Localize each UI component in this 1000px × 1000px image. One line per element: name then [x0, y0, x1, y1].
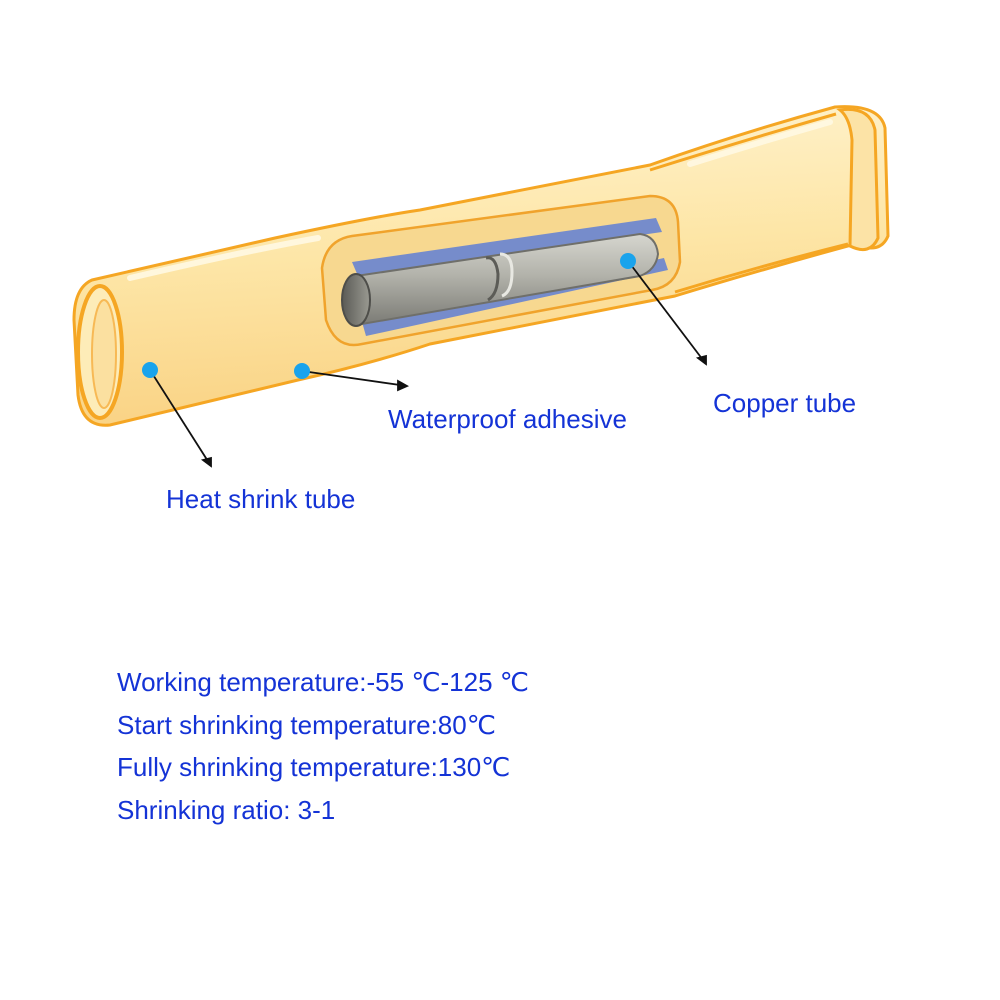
- spec-fully-shrinking-temperature: Fully shrinking temperature:130℃: [117, 746, 529, 789]
- heat-shrink-tube-label: Heat shrink tube: [166, 484, 355, 515]
- spec-list: Working temperature:-55 ℃-125 ℃ Start sh…: [117, 661, 529, 831]
- heat-shrink-tube-marker: [142, 362, 158, 378]
- waterproof-adhesive-marker: [294, 363, 310, 379]
- copper-tube-marker: [620, 253, 636, 269]
- waterproof-adhesive-label: Waterproof adhesive: [388, 404, 627, 435]
- copper-tube-label: Copper tube: [713, 388, 856, 419]
- spec-working-temperature: Working temperature:-55 ℃-125 ℃: [117, 661, 529, 704]
- copper-tube-opening: [342, 274, 370, 326]
- spec-shrinking-ratio: Shrinking ratio: 3-1: [117, 789, 529, 832]
- spec-start-shrinking-temperature: Start shrinking temperature:80℃: [117, 704, 529, 747]
